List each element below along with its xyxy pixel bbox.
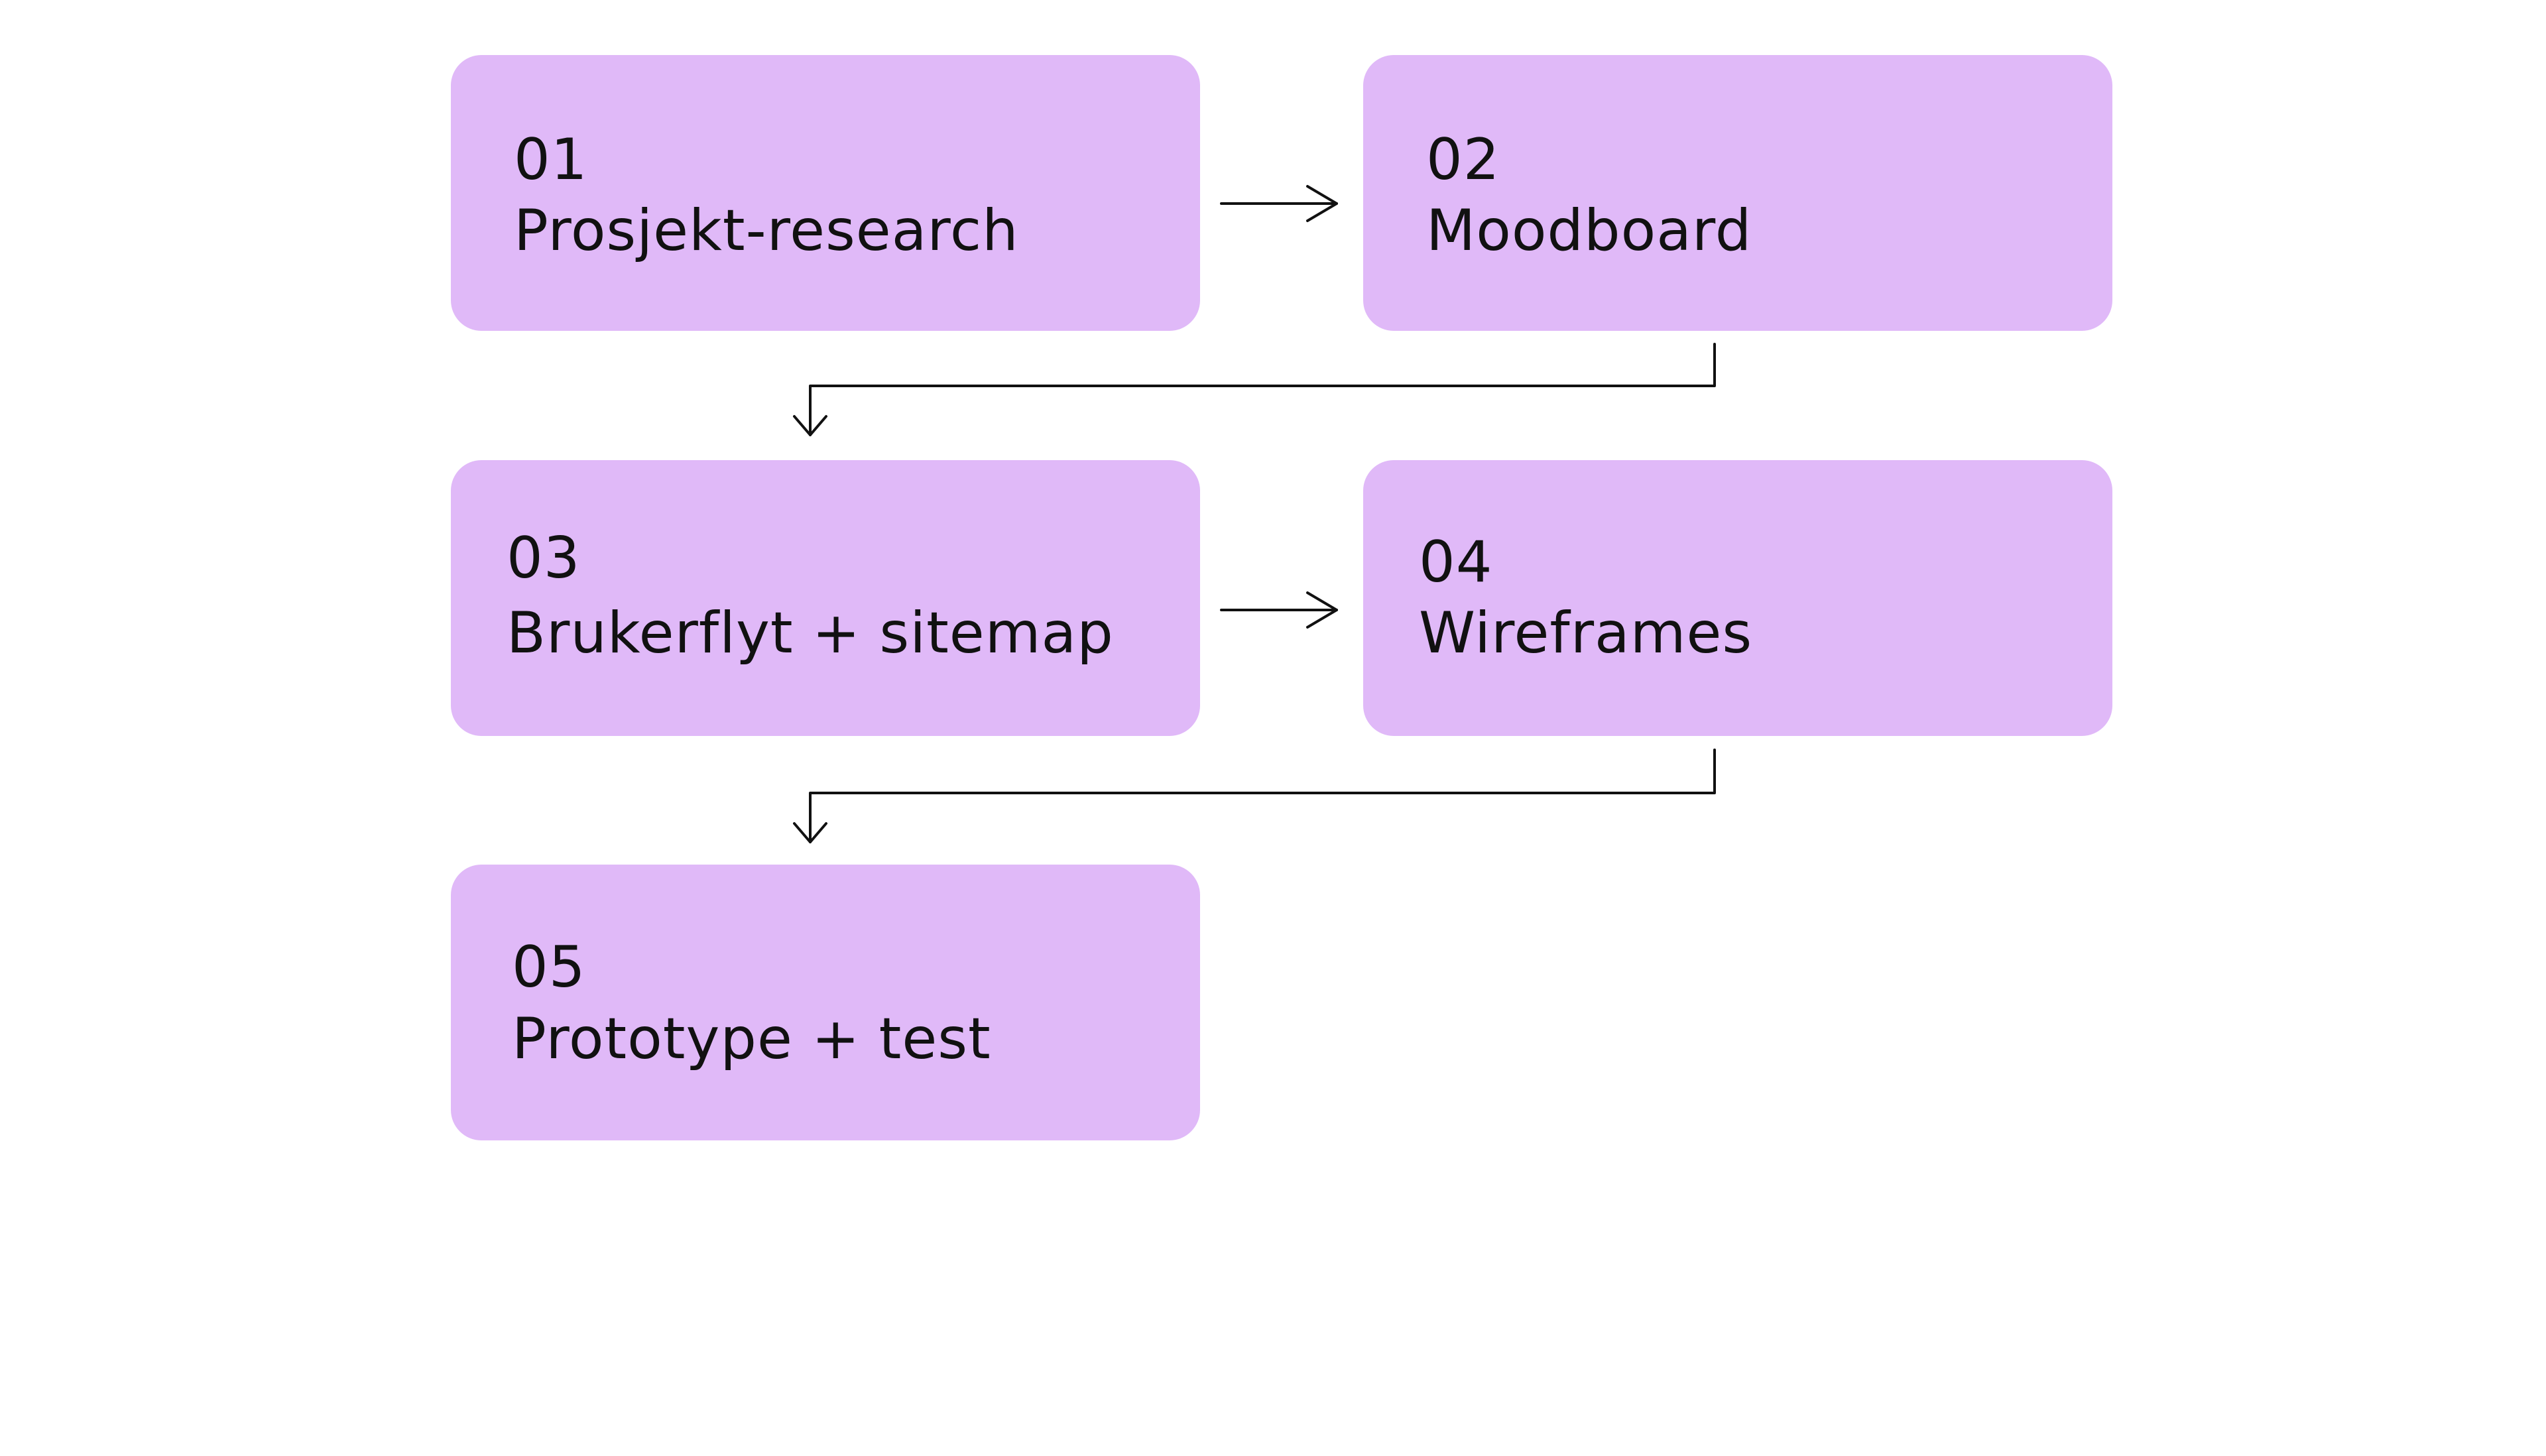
step-box-brukerflyt-sitemap: 03 Brukerflyt + sitemap (451, 460, 1200, 736)
elbow-arrow-down-icon (793, 749, 1716, 843)
step-label: Prototype + test (512, 1006, 991, 1072)
step-number: 01 (514, 127, 588, 193)
step-number: 05 (512, 934, 586, 1001)
step-box-prosjekt-research: 01 Prosjekt-research (451, 55, 1200, 331)
step-number: 03 (507, 525, 581, 591)
step-box-prototype-test: 05 Prototype + test (451, 865, 1200, 1140)
step-label: Prosjekt-research (514, 198, 1019, 264)
step-box-wireframes: 04 Wireframes (1363, 460, 2112, 736)
step-label: Brukerflyt + sitemap (507, 600, 1114, 666)
arrow-right-icon (1220, 185, 1338, 222)
step-box-moodboard: 02 Moodboard (1363, 55, 2112, 331)
step-label: Moodboard (1426, 198, 1752, 264)
arrow-right-icon (1220, 591, 1338, 629)
step-number: 04 (1419, 529, 1493, 595)
step-number: 02 (1426, 127, 1500, 193)
step-label: Wireframes (1419, 600, 1753, 666)
elbow-arrow-down-icon (793, 343, 1716, 436)
